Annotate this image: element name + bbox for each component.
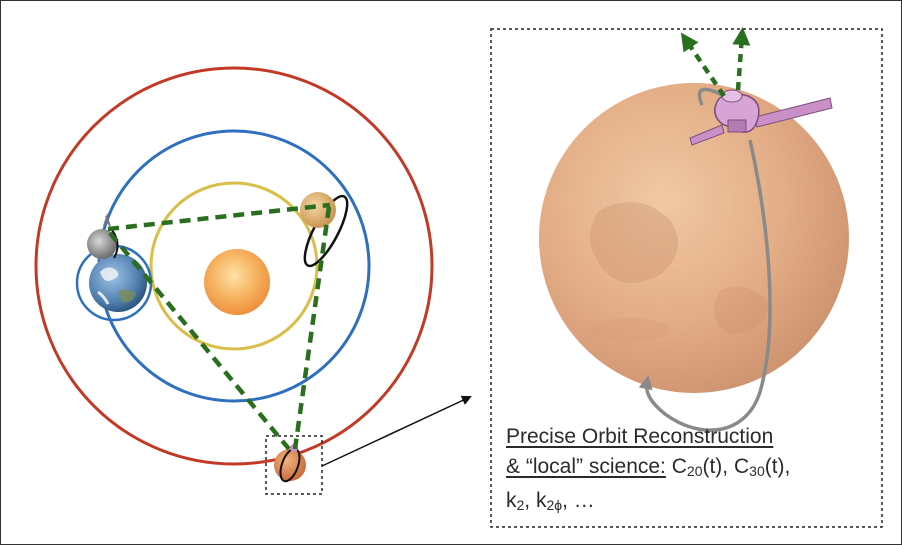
c30-term: C30(t), bbox=[733, 455, 791, 479]
signal-arrow-left bbox=[680, 32, 726, 98]
spacecraft-icon bbox=[689, 89, 833, 146]
caption-line-2: & “local” science: C20(t), C30(t), bbox=[506, 452, 876, 486]
mars-orbit bbox=[34, 66, 434, 466]
zoom-arrow bbox=[321, 395, 472, 467]
mars-icon bbox=[274, 444, 306, 483]
sun-icon bbox=[204, 249, 270, 315]
c20-term: C20(t), bbox=[671, 455, 729, 479]
signal-arrows bbox=[680, 27, 751, 98]
mars-detail-icon bbox=[539, 83, 849, 393]
caption-line-1: Precise Orbit Reconstruction bbox=[506, 422, 876, 452]
caption-line-3: k2, k2ϕ, … bbox=[506, 486, 876, 520]
venus-icon bbox=[300, 192, 349, 268]
zoom-box bbox=[265, 435, 323, 495]
link-moon-venus bbox=[107, 202, 331, 232]
earth-icon bbox=[89, 254, 147, 312]
link-venus-mars bbox=[292, 206, 332, 450]
caption-local-science: & “local” science: bbox=[506, 455, 666, 478]
link-moon-mars bbox=[108, 231, 291, 451]
spacecraft-orbit bbox=[638, 87, 772, 432]
caption-title: Precise Orbit Reconstruction bbox=[506, 425, 774, 448]
moon-icon bbox=[87, 213, 119, 259]
venus-orbit bbox=[149, 181, 319, 351]
science-caption: Precise Orbit Reconstruction & “local” s… bbox=[506, 422, 876, 520]
k2-term: k2, bbox=[506, 489, 531, 513]
solar-system-view bbox=[34, 66, 434, 495]
k2phi-term: k2ϕ bbox=[535, 489, 563, 513]
signal-arrow-right bbox=[732, 27, 751, 91]
caption-ellipsis: , … bbox=[562, 489, 595, 512]
tracking-links bbox=[107, 202, 332, 451]
